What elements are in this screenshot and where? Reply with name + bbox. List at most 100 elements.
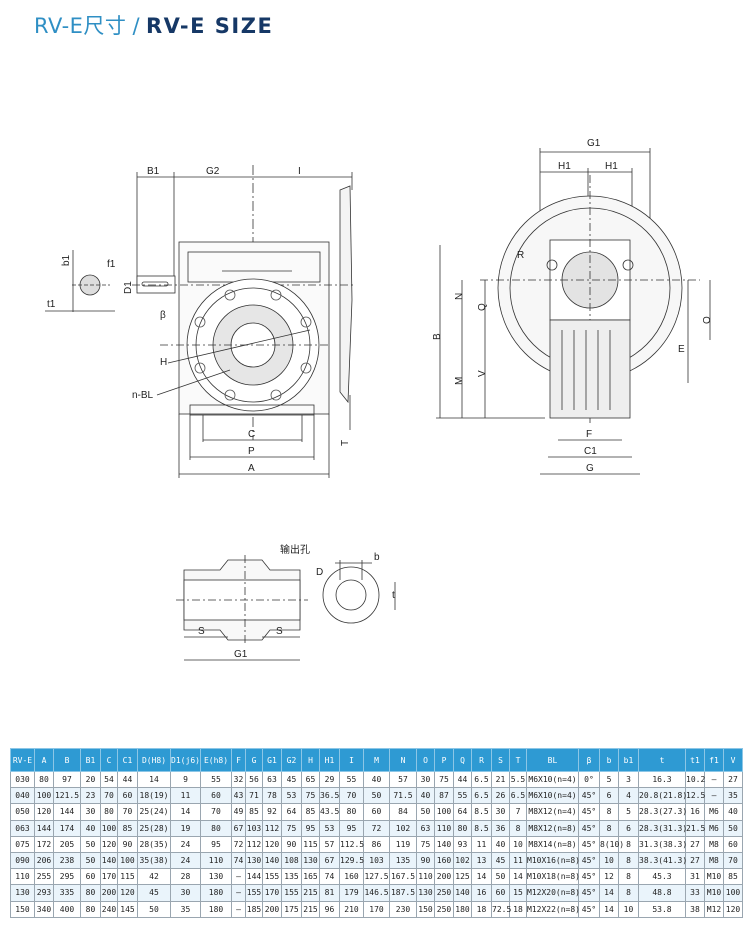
table-cell: 65 xyxy=(301,770,320,789)
table-cell: 50 xyxy=(80,851,101,870)
table-cell: 100 xyxy=(434,803,454,821)
table-cell: 60 xyxy=(491,884,510,902)
table-cell: 28 xyxy=(170,868,201,886)
table-cell: 26 xyxy=(491,787,510,805)
label-A: A xyxy=(248,463,255,474)
table-cell: 30 xyxy=(170,884,201,902)
table-cell: 40 xyxy=(80,819,101,837)
table-cell: 185 xyxy=(245,900,263,918)
table-cell: 120 xyxy=(262,835,282,853)
table-cell: 250 xyxy=(434,900,454,918)
table-cell: 9 xyxy=(170,770,201,789)
column-header: H1 xyxy=(319,748,340,772)
table-cell: 55 xyxy=(200,770,232,789)
column-header: B xyxy=(53,748,81,772)
label-S-left: S xyxy=(198,626,205,637)
table-cell: 130 xyxy=(245,851,263,870)
table-cell: 90 xyxy=(416,851,435,870)
table-cell: 18 xyxy=(509,900,527,918)
table-cell: 86 xyxy=(363,835,390,853)
table-cell: 30 xyxy=(491,803,510,821)
table-cell: 144 xyxy=(34,819,54,837)
table-cell: 140 xyxy=(262,851,282,870)
label-f1: f1 xyxy=(107,259,116,270)
table-cell: 35(38) xyxy=(137,851,171,870)
table-cell: 11 xyxy=(170,787,201,805)
column-header: T xyxy=(509,748,527,772)
table-cell: 70 xyxy=(100,787,118,805)
table-cell: 5 xyxy=(599,770,619,789)
table-cell: M12X22(n=8) xyxy=(526,900,580,918)
table-cell: 95 xyxy=(301,819,320,837)
table-cell: 14 xyxy=(170,803,201,821)
table-cell: 28.3(31.3) xyxy=(638,819,687,837)
label-beta: β xyxy=(160,310,166,321)
table-cell: 140 xyxy=(100,851,118,870)
table-cell: 71 xyxy=(245,787,263,805)
table-cell: 150 xyxy=(10,900,35,918)
table-cell: M6 xyxy=(704,819,724,837)
table-cell: 43 xyxy=(231,787,246,805)
table-cell: 14 xyxy=(599,900,619,918)
table-cell: 20 xyxy=(80,770,101,789)
table-cell: 27 xyxy=(685,851,705,870)
table-cell: 45 xyxy=(491,851,510,870)
table-cell: 21.5 xyxy=(685,819,705,837)
label-H: H xyxy=(160,357,167,368)
table-cell: 6 xyxy=(618,819,639,837)
table-cell: 130 xyxy=(200,868,232,886)
table-cell: M8 xyxy=(704,851,724,870)
table-cell: 110 xyxy=(200,851,232,870)
table-cell: 40 xyxy=(723,803,743,821)
label-V: V xyxy=(477,370,488,377)
table-cell: 14 xyxy=(471,868,492,886)
table-cell: 25(28) xyxy=(137,819,171,837)
table-cell: 115 xyxy=(117,868,138,886)
table-cell: 210 xyxy=(339,900,364,918)
table-cell: 115 xyxy=(301,835,320,853)
table-cell: 45° xyxy=(578,884,600,902)
table-cell: 30 xyxy=(80,803,101,821)
table-cell: – xyxy=(704,770,724,789)
column-header: t xyxy=(638,748,686,772)
table-cell: 110 xyxy=(416,868,435,886)
table-cell: 18(19) xyxy=(137,787,171,805)
table-cell: 180 xyxy=(200,884,232,902)
table-cell: 295 xyxy=(53,868,81,886)
column-header: H xyxy=(301,748,320,772)
table-cell: M8X12(n=8) xyxy=(526,819,579,837)
table-cell: 100 xyxy=(100,819,118,837)
table-cell: 23 xyxy=(80,787,101,805)
table-cell: 11 xyxy=(471,835,492,853)
table-cell: 8.5 xyxy=(471,819,492,837)
table-cell: 144 xyxy=(53,803,81,821)
table-cell: 6 xyxy=(599,787,619,805)
table-cell: 170 xyxy=(363,900,390,918)
table-cell: 102 xyxy=(453,851,472,870)
label-t1: t1 xyxy=(47,299,56,310)
column-header: R xyxy=(471,748,492,772)
table-cell: 172 xyxy=(34,835,54,853)
table-cell: 135 xyxy=(389,851,417,870)
table-cell: 140 xyxy=(434,835,454,853)
table-cell: 160 xyxy=(434,851,454,870)
table-cell: 75 xyxy=(416,835,435,853)
table-cell: 135 xyxy=(281,868,302,886)
column-header: Q xyxy=(453,748,472,772)
column-header: I xyxy=(339,748,364,772)
table-cell: 7 xyxy=(509,803,527,821)
column-header: O xyxy=(416,748,435,772)
table-cell: 200 xyxy=(262,900,282,918)
table-cell: 120 xyxy=(723,900,743,918)
table-cell: 175 xyxy=(281,900,302,918)
table-cell: 6.5 xyxy=(471,770,492,789)
table-cell: 21 xyxy=(491,770,510,789)
table-cell: 45° xyxy=(578,868,600,886)
table-cell: 97 xyxy=(53,770,81,789)
side-view: B1 G2 I f1 D1 β H n-BL xyxy=(107,165,355,478)
shaft-key-section: b1 t1 xyxy=(45,250,115,312)
column-header: M xyxy=(363,748,390,772)
